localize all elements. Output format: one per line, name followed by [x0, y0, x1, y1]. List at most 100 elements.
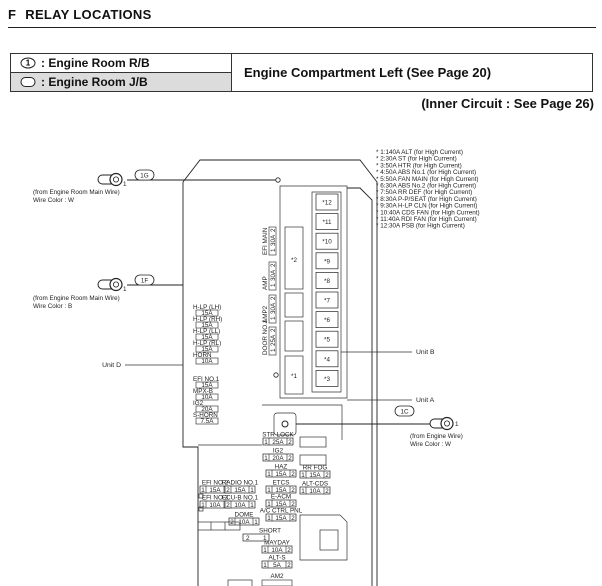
svg-text:S-HORN: S-HORN	[193, 412, 218, 419]
svg-text:ETCS: ETCS	[273, 480, 290, 487]
svg-text:EFI NO.1: EFI NO.1	[193, 376, 220, 383]
spare-row	[197, 521, 241, 531]
connector-1f: 1 1F (from Engine Room Main Wire) Wire C…	[33, 274, 183, 310]
svg-text:15A: 15A	[201, 322, 213, 329]
connector-1c: 1 1C (from Engine Wire) Wire Color : W	[273, 405, 463, 448]
unit-d-fuse: H-LP (RL)15A	[193, 340, 221, 353]
svg-text:1: 1	[250, 487, 254, 494]
svg-text:25A: 25A	[270, 334, 277, 346]
hc-slot	[315, 370, 339, 387]
relay-socket-inner	[319, 529, 339, 551]
svg-text:1: 1	[201, 487, 205, 494]
svg-text:ECU-B NO.1: ECU-B NO.1	[222, 495, 259, 502]
note-line: * 1:140A ALT (for High Current)	[376, 149, 463, 156]
hc-slot-label: *4	[324, 356, 330, 363]
slot-1-label: *1	[291, 373, 297, 380]
slot-2	[284, 226, 304, 290]
connector-1f-wire: Wire Color : B	[33, 303, 72, 310]
hc-slot-label: *12	[322, 200, 332, 207]
hc-slot-label: *6	[324, 317, 330, 324]
svg-text:1: 1	[264, 439, 268, 446]
svg-text:1: 1	[26, 59, 31, 68]
svg-text:10A: 10A	[309, 488, 321, 495]
note-line: * 2:30A ST (for High Current)	[376, 156, 457, 163]
note-line: * 9:30A H-LP CLN (for High Current)	[376, 203, 477, 210]
svg-text:1: 1	[267, 515, 271, 522]
svg-text:2: 2	[226, 502, 230, 509]
slot-1	[284, 355, 304, 395]
section-letter: F	[8, 7, 17, 22]
svg-text:ALT-CDS: ALT-CDS	[302, 481, 328, 488]
svg-text:HAZ: HAZ	[275, 464, 288, 471]
spare-box-1	[299, 436, 327, 448]
legend-label-relay-block: : Engine Room R/B	[41, 56, 150, 70]
hc-slot-label: *8	[324, 278, 330, 285]
svg-text:EFI NO.2: EFI NO.2	[202, 480, 229, 487]
svg-text:IG2: IG2	[193, 400, 204, 407]
svg-text:15A: 15A	[275, 501, 287, 508]
legend-location: Engine Compartment Left (See Page 20)	[244, 65, 492, 80]
svg-text:2: 2	[270, 328, 277, 332]
svg-text:5A: 5A	[273, 562, 282, 569]
svg-text:15A: 15A	[201, 346, 213, 353]
note-line: * 3:50A HTR (for High Current)	[376, 162, 462, 169]
bottom-tab	[227, 579, 253, 586]
svg-text:1: 1	[263, 535, 267, 542]
note-line: * 7:50A RR DEF (for High Current)	[376, 189, 472, 196]
svg-text:DOOR NO.1: DOOR NO.1	[262, 319, 269, 355]
section-title: F RELAY LOCATIONS	[8, 7, 152, 22]
connector-1g-pin: 1	[123, 181, 127, 188]
connector-1g-wire: Wire Color : W	[33, 197, 74, 204]
svg-text:2: 2	[325, 488, 329, 495]
svg-text:10A: 10A	[201, 394, 213, 401]
svg-text:15A: 15A	[201, 310, 213, 317]
svg-text:15A: 15A	[275, 471, 287, 478]
svg-text:10A: 10A	[209, 502, 221, 509]
note-line: * 12:30A PSB (for High Current)	[376, 223, 465, 230]
legend-row-junction-block: : Engine Room J/B	[11, 73, 231, 91]
svg-text:1: 1	[270, 316, 277, 320]
connector-1c-source: (from Engine Wire)	[410, 433, 463, 440]
lower-panel-edge	[262, 404, 343, 440]
svg-text:10A: 10A	[201, 358, 213, 365]
oval-symbol-icon	[19, 76, 37, 88]
svg-text:20A: 20A	[272, 455, 284, 462]
svg-text:15A: 15A	[275, 487, 287, 494]
hc-slot-label: *10	[322, 239, 332, 246]
connector-1c-pin: 1	[455, 421, 459, 428]
hc-slot	[315, 311, 339, 328]
svg-text:20A: 20A	[201, 406, 213, 413]
svg-text:2: 2	[287, 562, 291, 569]
svg-text:DOME: DOME	[235, 512, 254, 519]
svg-text:ALT-S: ALT-S	[268, 555, 285, 562]
svg-text:15A: 15A	[234, 487, 246, 494]
circled-number-icon: 1	[19, 57, 37, 69]
section-heading: RELAY LOCATIONS	[25, 7, 152, 22]
unit-a-label: Unit A	[416, 397, 435, 404]
legend-table: 1 : Engine Room R/B : Engine Room J/B En…	[10, 53, 593, 92]
svg-text:15A: 15A	[201, 382, 213, 389]
svg-text:AMP2: AMP2	[262, 305, 269, 323]
svg-text:1: 1	[263, 547, 267, 554]
